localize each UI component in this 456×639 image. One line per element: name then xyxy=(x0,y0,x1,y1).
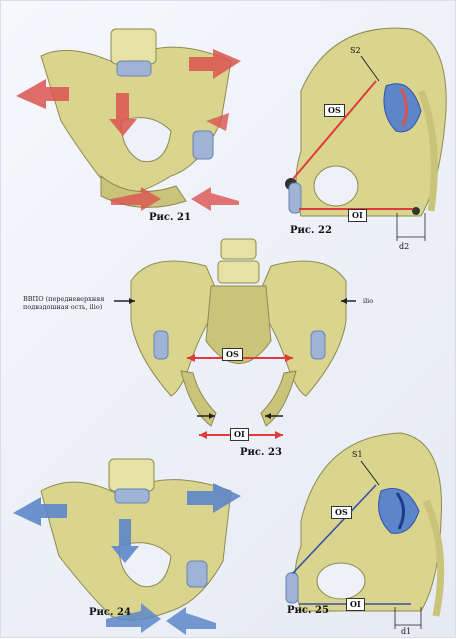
fig25-pelvis-illustration xyxy=(286,433,442,616)
fig25-oi-tag: OI xyxy=(346,598,365,611)
fig25-os-tag: OS xyxy=(331,506,352,519)
fig25-caption: Рис. 25 xyxy=(287,605,329,616)
fig25-d-label: d1 xyxy=(401,627,411,636)
fig25-s-label: S1 xyxy=(352,450,363,459)
